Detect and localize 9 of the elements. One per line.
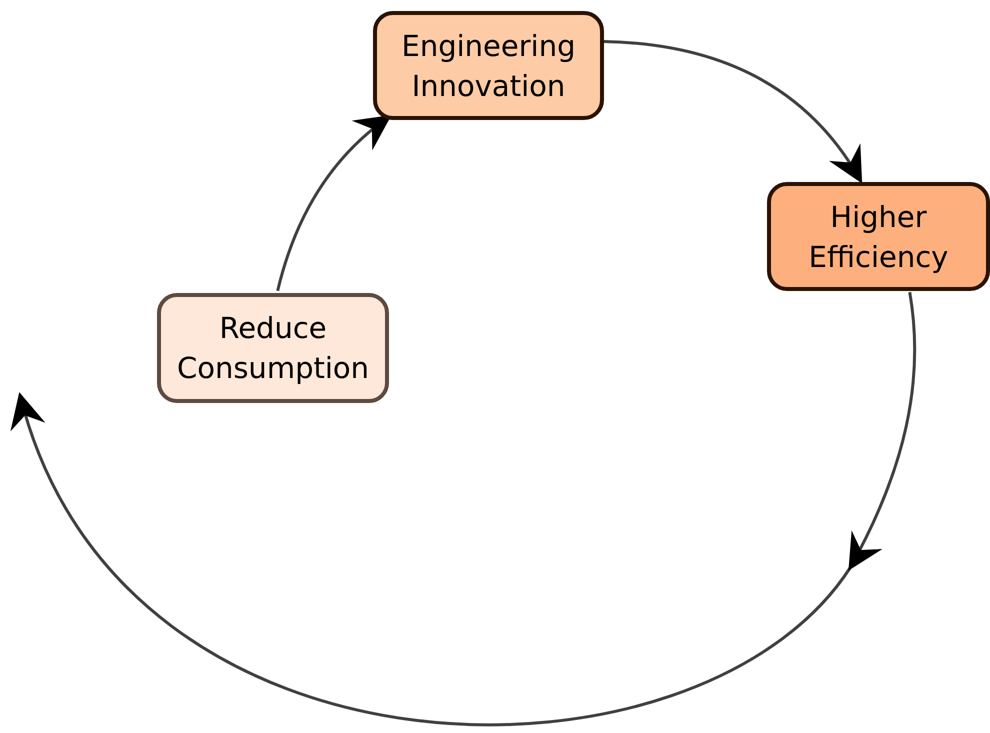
arrow [276, 114, 392, 292]
arrow [604, 40, 862, 184]
process-box [767, 182, 990, 291]
box-label: Higher Efficiency [808, 198, 950, 276]
process-box [373, 11, 604, 120]
arrow [10, 292, 916, 726]
box-label: Reduce Consumption [176, 310, 370, 387]
process-box [157, 293, 389, 403]
box-label: Engineering Innovation [400, 28, 576, 104]
